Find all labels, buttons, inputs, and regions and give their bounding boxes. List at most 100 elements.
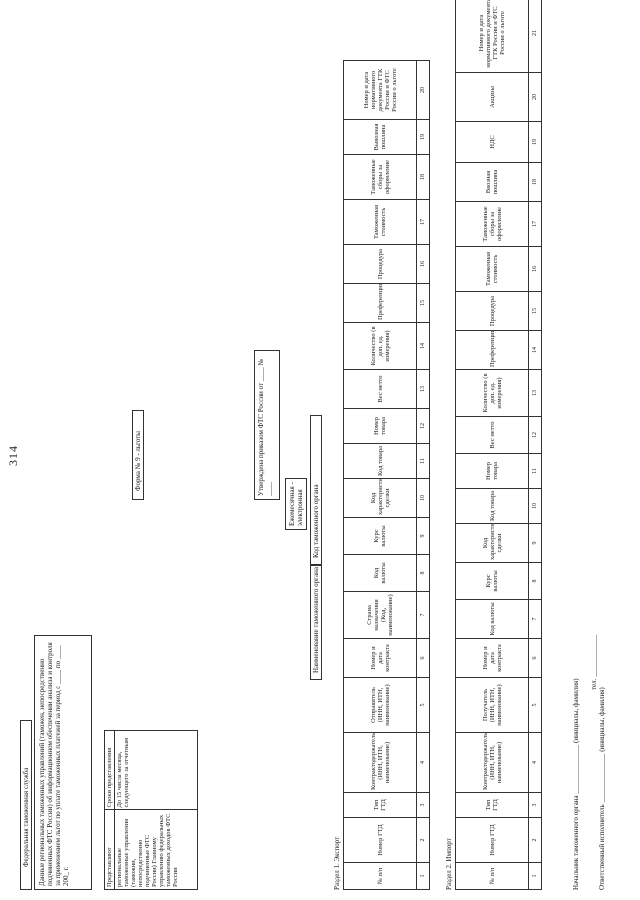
org-code-box: Код таможенного органа <box>310 415 322 565</box>
section1-header-2: Номер ГТД <box>343 817 417 863</box>
section2-column-number-19: 19 <box>528 121 542 163</box>
section1-title: Раздел 1. Экспорт <box>333 836 341 890</box>
section2-column-number-15: 15 <box>528 291 542 331</box>
submission-table: Представляют Сроки представления региона… <box>104 730 198 890</box>
section1-column-number-6: 6 <box>416 638 430 678</box>
section2-column-number-21: 21 <box>528 0 542 73</box>
section1-column-number-2: 2 <box>416 817 430 863</box>
page-number: 314 <box>6 445 20 466</box>
data-description-box: Данные региональных таможенных управлени… <box>34 635 92 890</box>
section2-header-5: Получатель (ИНН, ИТН, наименование) <box>455 677 529 733</box>
section2-header-3: Тип ГТД <box>455 792 529 818</box>
periodicity-box: Ежемесячная - электронная <box>285 478 307 530</box>
section2-header-15: Процедура <box>455 291 529 331</box>
section2-title: Раздел 2. Импорт <box>445 838 453 890</box>
section1-column-number-17: 17 <box>416 199 430 245</box>
section1-column-number-18: 18 <box>416 154 430 200</box>
section1-header-16: Процедура <box>343 244 417 284</box>
section1-header-5: Отправитель (ИНН, ИТН, наименование) <box>343 677 417 733</box>
section1-header-18: Таможенные сборы за оформление <box>343 154 417 200</box>
section2-header-14: Преференции <box>455 330 529 370</box>
section1-column-number-11: 11 <box>416 443 430 479</box>
section1-header-3: Тип ГТД <box>343 792 417 818</box>
section2-header-17: Таможенные сборы за оформление <box>455 201 529 247</box>
section1-header-12: Номер товара <box>343 408 417 444</box>
section1-header-15: Преференции <box>343 283 417 323</box>
deadline-header: Сроки представления <box>104 730 115 810</box>
deadline-cell: До 15 числа месяца, следующего за отчетн… <box>114 730 198 810</box>
section1-column-number-19: 19 <box>416 119 430 155</box>
section1-header-10: Код характеристики сделки <box>343 478 417 518</box>
section1-header-11: Код товара <box>343 443 417 479</box>
section2-column-number-5: 5 <box>528 677 542 733</box>
section1-column-number-4: 4 <box>416 732 430 793</box>
section2-column-number-3: 3 <box>528 792 542 818</box>
section2-header-8: Курс валюты <box>455 562 529 600</box>
section2-column-number-11: 11 <box>528 453 542 489</box>
section1-column-number-12: 12 <box>416 408 430 444</box>
data-description: Данные региональных таможенных управлени… <box>38 642 70 886</box>
org-name-label: Наименование таможенного органа <box>312 567 320 673</box>
section1-column-number-9: 9 <box>416 517 430 555</box>
section2-header-9: Код характеристики сделки <box>455 523 529 563</box>
org-code-label: Код таможенного органа <box>312 484 320 558</box>
periodicity-text: Ежемесячная - электронная <box>288 482 304 526</box>
section2-header-18: Ввозная пошлина <box>455 162 529 202</box>
section1-header-17: Таможенная стоимость <box>343 199 417 245</box>
section2-header-7: Код валюты <box>455 599 529 639</box>
executor-signature-line: Ответственный исполнитель ______________… <box>598 687 606 890</box>
section2-header-20: Акцизы <box>455 72 529 122</box>
section1-header-7: Страна назначения (Код, наименование) <box>343 591 417 639</box>
form-label: Форма № 9 - льготы <box>134 431 142 491</box>
section2-header-19: НДС <box>455 121 529 163</box>
section1-column-number-3: 3 <box>416 792 430 818</box>
section2-column-number-4: 4 <box>528 732 542 793</box>
section2-header-1: № п/п <box>455 862 529 890</box>
head-signature-line: Начальник таможенного органа ___________… <box>572 678 580 890</box>
submitters-cell: региональные таможенные управления (тамо… <box>114 810 198 890</box>
section2-column-number-10: 10 <box>528 488 542 524</box>
section2-column-number-16: 16 <box>528 246 542 292</box>
section2-header-4: Контрактодержатель (ИНН, ИТН, наименован… <box>455 732 529 793</box>
org-name-box: Наименование таможенного органа <box>310 565 322 680</box>
section2-column-number-13: 13 <box>528 369 542 417</box>
section1-header-8: Код валюты <box>343 554 417 592</box>
section1-column-number-15: 15 <box>416 283 430 323</box>
section2-column-number-1: 1 <box>528 862 542 890</box>
section1-header-14: Количество (в доп. ед. измерения) <box>343 322 417 370</box>
section1-header-1: № п/п <box>343 862 417 890</box>
section1-header-9: Курс валюты <box>343 517 417 555</box>
approval-text: Утверждена приказом ФТС России от ____ №… <box>257 358 273 496</box>
section2-column-number-8: 8 <box>528 562 542 600</box>
section2-header-16: Таможенная стоимость <box>455 246 529 292</box>
submitters-header: Представляют <box>104 810 115 890</box>
section2-header-6: Номер и дата контракта <box>455 638 529 678</box>
section2-header-11: Номер товара <box>455 453 529 489</box>
telephone-line: тел. ____________ <box>590 634 598 690</box>
approval-box: Утверждена приказом ФТС России от ____ №… <box>254 350 280 500</box>
section1-column-number-5: 5 <box>416 677 430 733</box>
section1-column-number-13: 13 <box>416 369 430 409</box>
section2-column-number-2: 2 <box>528 817 542 863</box>
section1-column-number-16: 16 <box>416 244 430 284</box>
section1-column-number-7: 7 <box>416 591 430 639</box>
section1-column-number-20: 20 <box>416 60 430 120</box>
section1-header-19: Вывозная пошлина <box>343 119 417 155</box>
section2-header-2: Номер ГТД <box>455 817 529 863</box>
section1-header-13: Вес нетто <box>343 369 417 409</box>
agency-box: Федеральная таможенная служба <box>20 720 32 890</box>
section2-header-13: Количество (в доп. ед. измерения) <box>455 369 529 417</box>
section1-header-4: Контрактодержатель (ИНН, ИТН, наименован… <box>343 732 417 793</box>
section2-header-21: Номер и дата нормативного документа ГТК … <box>455 0 529 73</box>
form-label-box: Форма № 9 - льготы <box>132 410 144 500</box>
section1-column-number-1: 1 <box>416 862 430 890</box>
section2-column-number-7: 7 <box>528 599 542 639</box>
section2-column-number-14: 14 <box>528 330 542 370</box>
section2-column-number-18: 18 <box>528 162 542 202</box>
section2-column-number-17: 17 <box>528 201 542 247</box>
section2-header-12: Вес нетто <box>455 416 529 454</box>
section2-column-number-20: 20 <box>528 72 542 122</box>
section1-column-number-8: 8 <box>416 554 430 592</box>
